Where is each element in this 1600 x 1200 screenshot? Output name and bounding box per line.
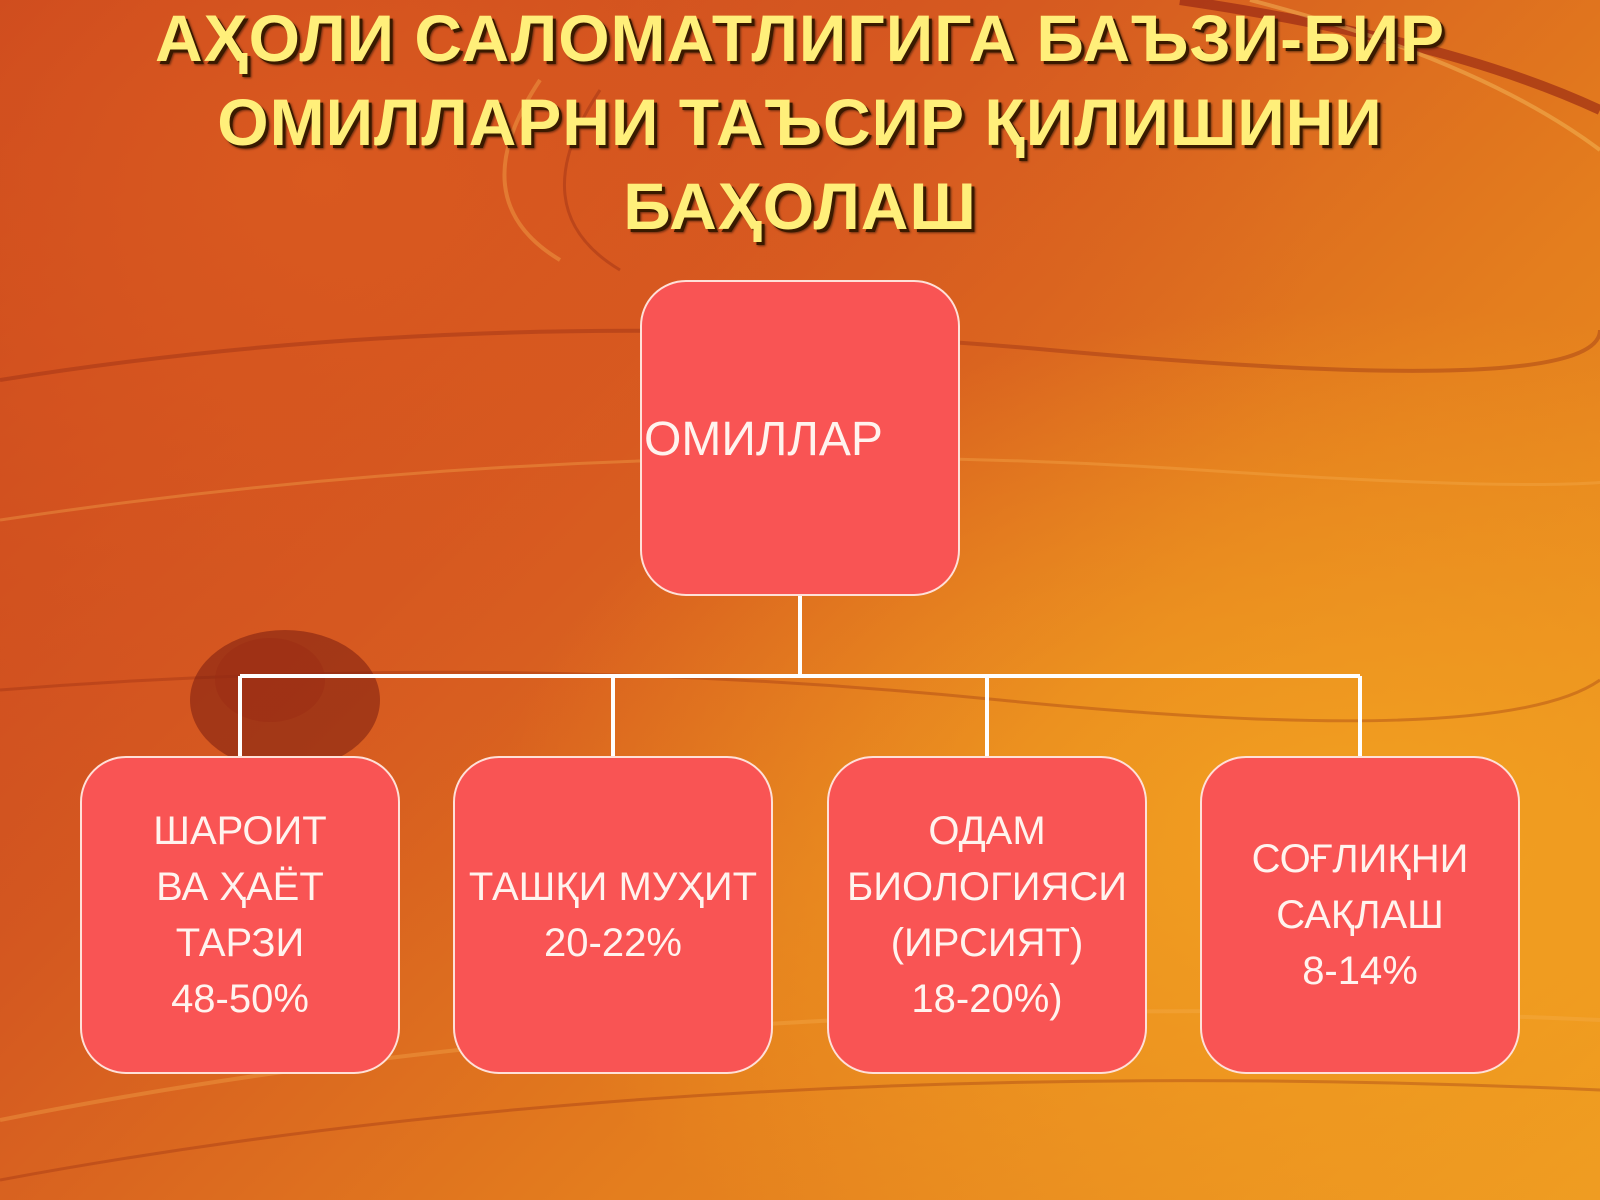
node-biology: ОДАМ БИОЛОГИЯСИ (ИРСИЯТ) 18-20%) xyxy=(827,756,1147,1074)
node-factors-root: ОМИЛЛАР xyxy=(640,280,960,596)
slide-title: АҲОЛИ САЛОМАТЛИГИГА БАЪЗИ-БИР ОМИЛЛАРНИ … xyxy=(0,0,1600,248)
title-line-3: БАҲОЛАШ xyxy=(623,169,977,243)
node-healthcare: СОҒЛИҚНИ САҚЛАШ 8-14% xyxy=(1200,756,1520,1074)
title-line-1: АҲОЛИ САЛОМАТЛИГИГА БАЪЗИ-БИР xyxy=(154,1,1446,75)
title-line-2: ОМИЛЛАРНИ ТАЪСИР ҚИЛИШИНИ xyxy=(217,85,1383,159)
node-environment: ТАШҚИ МУҲИТ 20-22% xyxy=(453,756,773,1074)
node-lifestyle: ШАРОИТ ВА ҲАЁТ ТАРЗИ 48-50% xyxy=(80,756,400,1074)
